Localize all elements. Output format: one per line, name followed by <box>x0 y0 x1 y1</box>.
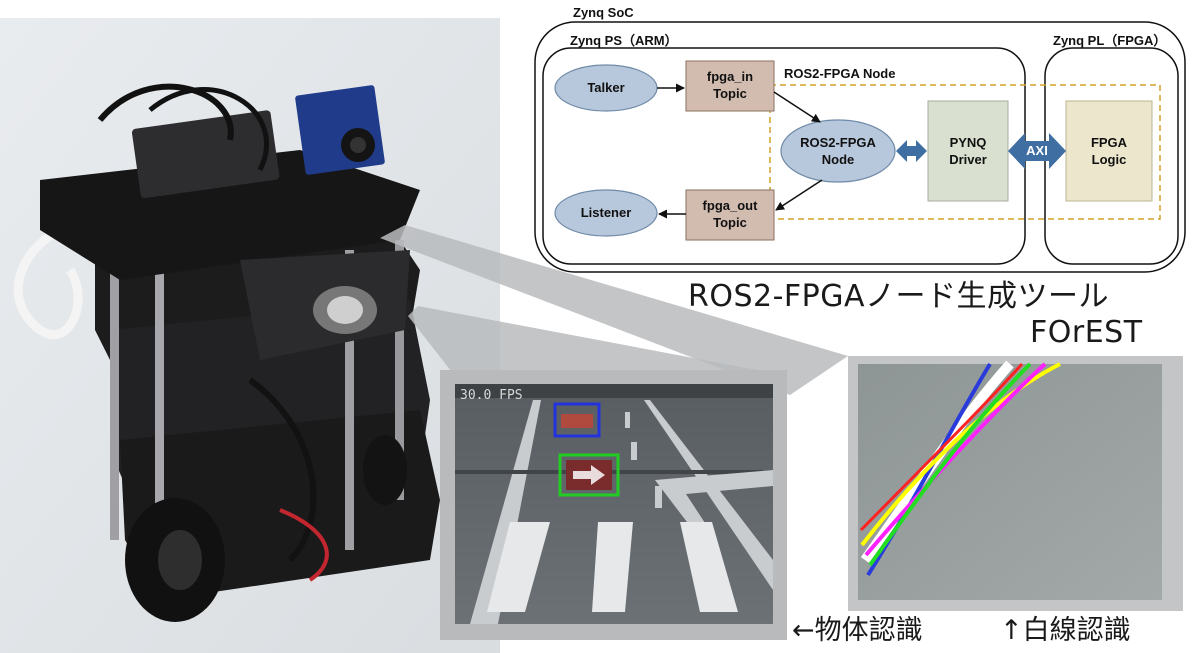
lane-detection-view <box>848 356 1183 611</box>
zoom-callout-left <box>408 306 778 376</box>
ros2-node-label: ROS2-FPGA Node <box>781 134 895 168</box>
lane-detection-caption: ↑白線認識 <box>1000 615 1131 646</box>
axi-arrow <box>1008 133 1066 169</box>
tool-caption-line2: FOrEST <box>1030 315 1143 350</box>
fpga-out-label: fpga_out Topic <box>686 197 774 231</box>
fpga-out-topic <box>685 189 775 241</box>
axi-label: AXI <box>1026 143 1048 158</box>
fpga-logic-label: FPGA Logic <box>1066 134 1152 168</box>
pynq-line1: PYNQ <box>949 135 987 150</box>
listener-label: Listener <box>580 205 632 220</box>
fpga-logic-line2: Logic <box>1091 152 1127 167</box>
pynq-line2: Driver <box>949 152 987 167</box>
ros2-node-line2: Node <box>821 152 855 167</box>
fpga-in-line2: Topic <box>713 86 747 101</box>
ros2-node-line1: ROS2-FPGA <box>800 135 876 150</box>
fpga-logic <box>1065 100 1153 202</box>
object-detection-view <box>440 370 787 640</box>
zynq-pl-label: Zynq PL（FPGA） <box>1053 33 1167 48</box>
listener-node <box>554 189 658 237</box>
arrow-node-to-fpga-out <box>775 179 823 211</box>
fpga-in-label: fpga_in Topic <box>686 68 774 102</box>
fpga-out-line2: Topic <box>713 215 747 230</box>
zoom-callout-right <box>380 225 848 395</box>
object-detection-caption: ←物体認識 <box>792 615 923 646</box>
zynq-soc-label: Zynq SoC <box>573 5 634 20</box>
talker-label: Talker <box>587 80 625 95</box>
node-driver-arrow <box>896 140 927 162</box>
fpga-out-line1: fpga_out <box>702 198 758 213</box>
ros2-fpga-node-group <box>769 84 1161 220</box>
robot-photo <box>0 18 500 653</box>
zynq-ps-label: Zynq PS（ARM） <box>570 33 678 48</box>
fps-counter: 30.0 FPS <box>460 388 523 403</box>
architecture-diagram <box>534 21 1186 273</box>
fpga-logic-line1: FPGA <box>1090 135 1128 150</box>
pynq-label: PYNQ Driver <box>928 134 1008 168</box>
arrow-fpga-in-to-node <box>773 91 821 123</box>
ros2-fpga-node-group-label: ROS2-FPGA Node <box>784 66 896 81</box>
pynq-driver <box>927 100 1009 202</box>
ros2-fpga-node <box>780 119 896 183</box>
fpga-in-topic <box>685 60 775 112</box>
tool-caption-line1: ROS2-FPGAノード生成ツール <box>688 279 1110 314</box>
fpga-in-line1: fpga_in <box>706 69 754 84</box>
